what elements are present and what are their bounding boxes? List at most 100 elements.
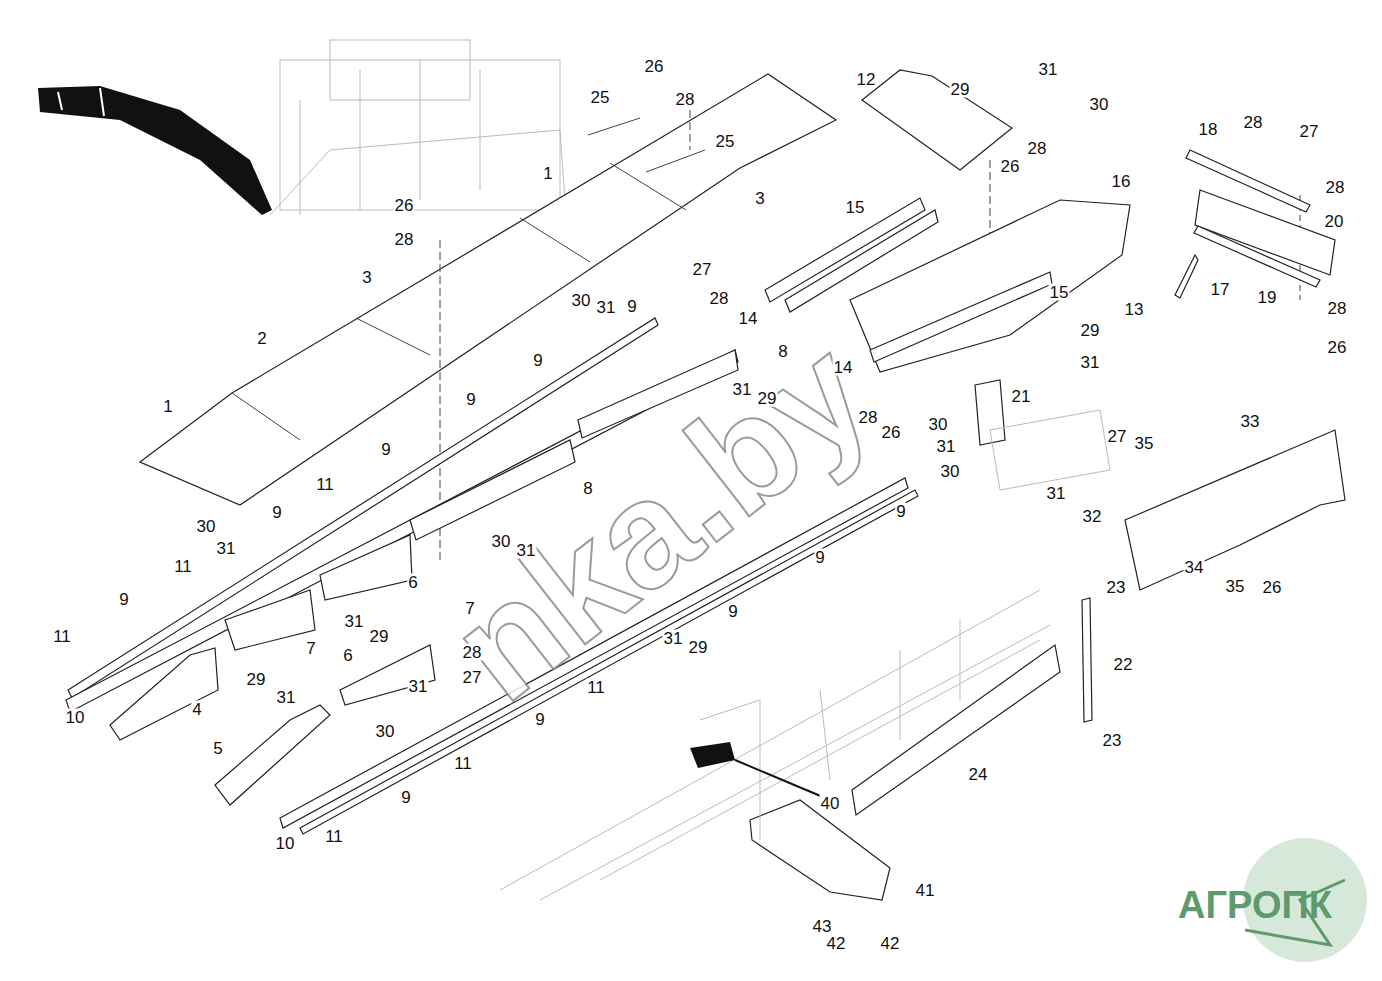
callout-number: 9 xyxy=(380,441,391,458)
callout-number: 10 xyxy=(275,835,296,852)
callout-number: 30 xyxy=(928,416,949,433)
callout-number: 27 xyxy=(1299,123,1320,140)
callout-number: 30 xyxy=(571,292,592,309)
callout-number: 28 xyxy=(675,91,696,108)
callout-number: 35 xyxy=(1225,578,1246,595)
callout-number: 14 xyxy=(738,310,759,327)
callout-number: 6 xyxy=(407,574,418,591)
callout-number: 33 xyxy=(1240,413,1261,430)
callout-number: 9 xyxy=(532,352,543,369)
callout-number: 9 xyxy=(895,503,906,520)
callout-number: 26 xyxy=(394,197,415,214)
callout-number: 31 xyxy=(936,438,957,455)
callout-number: 12 xyxy=(856,71,877,88)
callout-number: 9 xyxy=(465,391,476,408)
callout-number: 30 xyxy=(196,518,217,535)
callout-number: 43 xyxy=(812,918,833,935)
callout-number: 29 xyxy=(950,81,971,98)
callout-number: 31 xyxy=(408,678,429,695)
callout-number: 31 xyxy=(344,613,365,630)
callout-number: 29 xyxy=(369,628,390,645)
callout-number: 19 xyxy=(1257,289,1278,306)
callout-number: 23 xyxy=(1106,579,1127,596)
logo-text: АГРОПК xyxy=(1178,886,1332,924)
callout-number: 40 xyxy=(820,795,841,812)
callout-number: 28 xyxy=(462,644,483,661)
callout-number: 31 xyxy=(663,630,684,647)
callout-number: 30 xyxy=(491,533,512,550)
callout-number: 9 xyxy=(814,549,825,566)
callout-number: 3 xyxy=(361,269,372,286)
callout-number: 29 xyxy=(246,671,267,688)
callout-number: 27 xyxy=(692,261,713,278)
callout-number: 24 xyxy=(968,766,989,783)
callout-number: 26 xyxy=(1262,579,1283,596)
callout-number: 13 xyxy=(1124,301,1145,318)
callout-number: 28 xyxy=(1243,114,1264,131)
callout-number: 31 xyxy=(276,689,297,706)
callout-number: 11 xyxy=(173,558,193,575)
callout-number: 26 xyxy=(1327,339,1348,356)
callout-number: 27 xyxy=(462,669,483,686)
callout-number: 31 xyxy=(1080,354,1101,371)
callout-number: 28 xyxy=(858,409,879,426)
callout-number: 22 xyxy=(1113,656,1134,673)
callout-number: 31 xyxy=(1046,485,1067,502)
callout-number: 30 xyxy=(1089,96,1110,113)
callout-number: 30 xyxy=(375,723,396,740)
callout-number: 11 xyxy=(324,828,344,845)
callout-number: 28 xyxy=(1027,140,1048,157)
callout-number: 9 xyxy=(400,789,411,806)
callout-number: 31 xyxy=(596,299,617,316)
callout-number: 3 xyxy=(754,190,765,207)
callout-number: 9 xyxy=(118,591,129,608)
callout-number: 7 xyxy=(464,600,475,617)
callout-number: 29 xyxy=(1080,322,1101,339)
callout-number: 29 xyxy=(757,390,778,407)
callout-number: 1 xyxy=(542,165,553,182)
callout-number: 29 xyxy=(688,639,709,656)
callout-number: 9 xyxy=(626,298,637,315)
callout-number: 34 xyxy=(1184,559,1205,576)
callout-number: 11 xyxy=(586,679,606,696)
callout-number: 35 xyxy=(1134,435,1155,452)
callout-number: 1 xyxy=(162,398,173,415)
callout-number: 4 xyxy=(191,701,202,718)
callout-number: 28 xyxy=(394,231,415,248)
callout-number: 9 xyxy=(727,603,738,620)
callout-number: 11 xyxy=(315,476,335,493)
callout-number: 9 xyxy=(271,504,282,521)
callout-number: 15 xyxy=(845,199,866,216)
callout-number: 42 xyxy=(826,935,847,952)
callout-number: 10 xyxy=(65,709,86,726)
callout-number: 9 xyxy=(534,711,545,728)
callout-number: 25 xyxy=(590,89,611,106)
callout-number: 6 xyxy=(342,647,353,664)
callout-number: 31 xyxy=(516,542,537,559)
callout-number: 11 xyxy=(453,755,473,772)
callout-number: 11 xyxy=(52,628,72,645)
callout-number: 21 xyxy=(1011,388,1032,405)
callout-number: 5 xyxy=(212,740,223,757)
callout-number: 26 xyxy=(644,58,665,75)
callout-number: 18 xyxy=(1198,121,1219,138)
callout-number: 27 xyxy=(1107,428,1128,445)
callout-number: 23 xyxy=(1102,732,1123,749)
callout-number: 7 xyxy=(305,640,316,657)
callout-number: 2 xyxy=(256,330,267,347)
callout-number: 8 xyxy=(582,480,593,497)
callout-number: 41 xyxy=(915,882,936,899)
callout-number: 16 xyxy=(1111,173,1132,190)
callout-number: 17 xyxy=(1210,281,1231,298)
callout-number: 8 xyxy=(777,343,788,360)
callout-number: 31 xyxy=(216,540,237,557)
callout-number: 31 xyxy=(732,381,753,398)
callout-number: 26 xyxy=(1000,158,1021,175)
callout-number: 26 xyxy=(881,424,902,441)
callout-number: 28 xyxy=(1327,300,1348,317)
callout-number: 32 xyxy=(1082,508,1103,525)
callout-number: 28 xyxy=(709,290,730,307)
callout-number: 42 xyxy=(880,935,901,952)
callout-number: 31 xyxy=(1038,61,1059,78)
